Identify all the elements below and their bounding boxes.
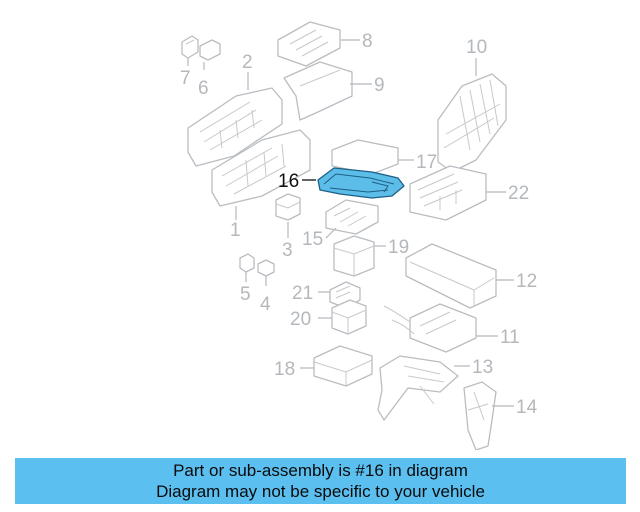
part-22-fuse-block [409, 165, 487, 221]
part-15-holder [325, 199, 379, 235]
part-17-lid [331, 139, 399, 175]
callout-4: 4 [260, 294, 271, 315]
leader-lines [187, 39, 514, 407]
part-6-connector [199, 39, 221, 61]
part-19-relay [333, 235, 375, 277]
callout-1: 1 [230, 220, 241, 241]
callout-17: 17 [416, 152, 437, 173]
part-11-bracket [383, 303, 477, 353]
part-3-relay [275, 193, 301, 221]
part-4-clip [257, 259, 275, 277]
part-10-cover [437, 73, 507, 173]
callout-16: 16 [278, 171, 299, 192]
callout-18: 18 [274, 359, 295, 380]
part-5-clip [239, 253, 255, 273]
parts-diagram: 8 9 10 17 22 19 12 11 13 14 18 20 21 15 … [180, 21, 538, 450]
callout-7: 7 [180, 68, 191, 89]
callout-6: 6 [198, 78, 209, 99]
part-1-fuse-box [211, 129, 311, 207]
part-2-junction-block [187, 87, 283, 167]
part-16-highlighted-tray [317, 167, 405, 199]
part-7-connector [181, 35, 199, 59]
callout-5: 5 [240, 284, 251, 305]
part-12-module [405, 243, 497, 309]
callout-20: 20 [290, 309, 311, 330]
part-20-relay [331, 299, 367, 335]
callout-11: 11 [500, 327, 520, 348]
callout-2: 2 [242, 52, 253, 73]
callout-10: 10 [466, 37, 487, 58]
callout-19: 19 [388, 237, 409, 258]
callout-12: 12 [516, 271, 537, 292]
part-14-cover [463, 381, 497, 450]
part-8-bracket [277, 21, 341, 67]
callout-22: 22 [508, 183, 529, 204]
callout-21: 21 [292, 283, 313, 304]
part-18-box [313, 345, 373, 387]
callout-14: 14 [516, 397, 538, 418]
banner-line-2: Diagram may not be specific to your vehi… [156, 482, 485, 501]
callout-3: 3 [282, 240, 293, 261]
callout-8: 8 [362, 31, 373, 52]
callout-15: 15 [302, 229, 323, 250]
callout-9: 9 [374, 75, 385, 96]
info-banner: Part or sub-assembly is #16 in diagram D… [15, 458, 626, 504]
callout-13: 13 [472, 357, 493, 378]
part-13-bracket [377, 355, 459, 421]
banner-line-1: Part or sub-assembly is #16 in diagram [173, 461, 468, 480]
part-9-cover [283, 61, 353, 121]
